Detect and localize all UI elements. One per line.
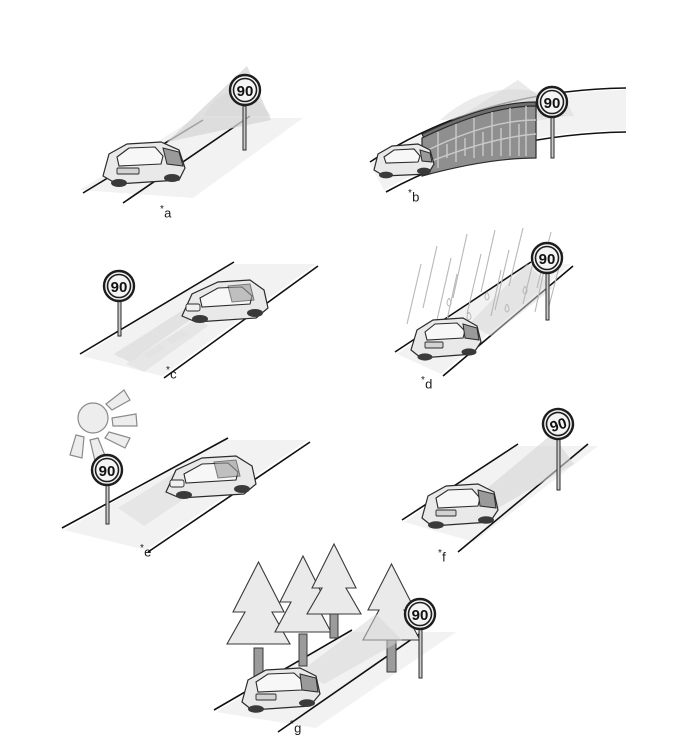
label-marker-e: *: [140, 543, 145, 554]
panel-label-b: *b: [408, 188, 420, 205]
sun-rays-e: [69, 389, 138, 462]
speed-limit-sign-e: 90: [90, 453, 124, 525]
panel-label-e: *e: [140, 543, 152, 560]
beam-dashes-c: [114, 316, 188, 358]
car-a: [102, 141, 186, 187]
panel-label-a: *a: [160, 204, 172, 221]
label-marker-b: *: [408, 188, 413, 199]
panel-label-c: *c: [166, 365, 177, 382]
headlight-beams-c: [114, 308, 208, 372]
panel-b: 90 *b: [368, 58, 628, 208]
panel-a: 90 *a: [75, 58, 305, 220]
car-c: [181, 279, 269, 323]
label-marker-c: *: [166, 365, 171, 376]
panel-label-d: *d: [421, 375, 433, 392]
speed-limit-sign-g: 90: [403, 597, 437, 679]
camera-view-cone-f: [478, 434, 574, 508]
camera-view-cone-g: [300, 614, 402, 684]
tilted-speed-limit-sign-f: 90: [541, 407, 575, 491]
label-marker-f: *: [438, 548, 443, 559]
sign-value-a: 90: [237, 83, 254, 100]
tree-3: [306, 542, 362, 639]
rain-droplets-d: [446, 285, 528, 321]
sign-value-b: 90: [544, 95, 561, 112]
panel-f: 90 *f: [401, 402, 602, 567]
car-d: [410, 317, 482, 361]
car-b: [373, 143, 435, 179]
brick-mortar-lines-b: [423, 106, 537, 168]
panel-label-g: *g: [290, 719, 302, 736]
sign-value-g: 90: [412, 607, 429, 624]
sign-value-f: 90: [548, 415, 569, 436]
speed-limit-sign-b: 90: [535, 85, 569, 159]
panel-d: 90 *d: [394, 227, 595, 392]
panel-label-f: *f: [438, 548, 446, 565]
label-marker-d: *: [421, 375, 426, 386]
panel-c: 90 *c: [78, 250, 319, 390]
camera-view-cone-d: [469, 264, 553, 336]
sign-value-e: 90: [99, 463, 116, 480]
brick-wall-b: [421, 101, 537, 177]
sun-e: [69, 389, 138, 462]
car-e: [165, 455, 257, 499]
panel-e: 90 *e: [61, 388, 312, 563]
car-f: [421, 483, 499, 529]
speed-limit-sign-c: 90: [102, 269, 136, 337]
sign-value-d: 90: [539, 251, 556, 268]
car-g: [241, 667, 321, 713]
label-marker-a: *: [160, 204, 165, 215]
label-marker-g: *: [290, 719, 295, 730]
sign-value-c: 90: [111, 279, 128, 296]
panel-g: 90 *g: [212, 542, 462, 746]
speed-limit-sign-d: 90: [530, 241, 564, 321]
speed-limit-sign-a: 90: [228, 73, 262, 151]
